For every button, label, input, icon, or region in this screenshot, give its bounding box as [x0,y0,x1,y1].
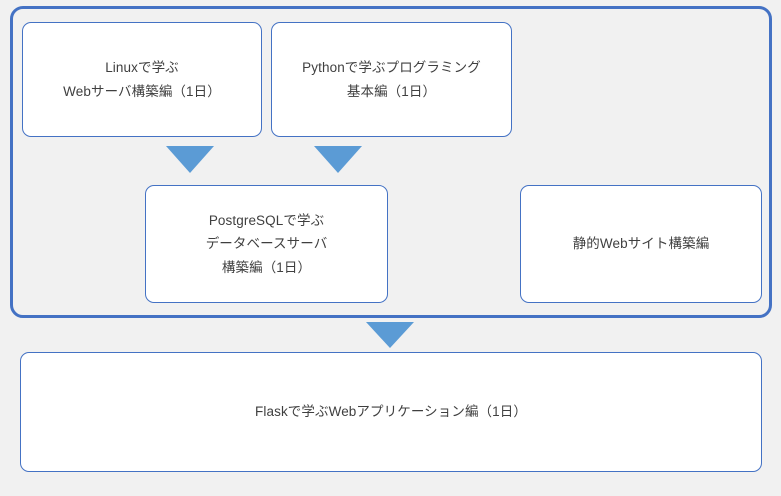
course-box-python[interactable]: Pythonで学ぶプログラミング 基本編（1日） [271,22,512,137]
arrow-down-icon-python-to-postgresql [314,146,362,173]
course-box-flask-label: Flaskで学ぶWebアプリケーション編（1日） [255,404,527,420]
prerequisite-course-group [10,6,772,318]
course-box-postgresql[interactable]: PostgreSQLで学ぶ データベースサーバ 構築編（1日） [145,185,388,303]
course-box-linux-label: Linuxで学ぶ Webサーバ構築編（1日） [63,60,221,99]
arrow-down-icon-group-to-flask [366,322,414,348]
course-box-static-web[interactable]: 静的Webサイト構築編 [520,185,762,303]
arrow-down-icon-linux-to-postgresql [166,146,214,173]
course-box-flask[interactable]: Flaskで学ぶWebアプリケーション編（1日） [20,352,762,472]
course-box-python-label: Pythonで学ぶプログラミング 基本編（1日） [302,60,481,99]
course-box-postgresql-label: PostgreSQLで学ぶ データベースサーバ 構築編（1日） [205,213,328,275]
course-box-linux[interactable]: Linuxで学ぶ Webサーバ構築編（1日） [22,22,262,137]
course-box-static-web-label: 静的Webサイト構築編 [572,236,710,252]
